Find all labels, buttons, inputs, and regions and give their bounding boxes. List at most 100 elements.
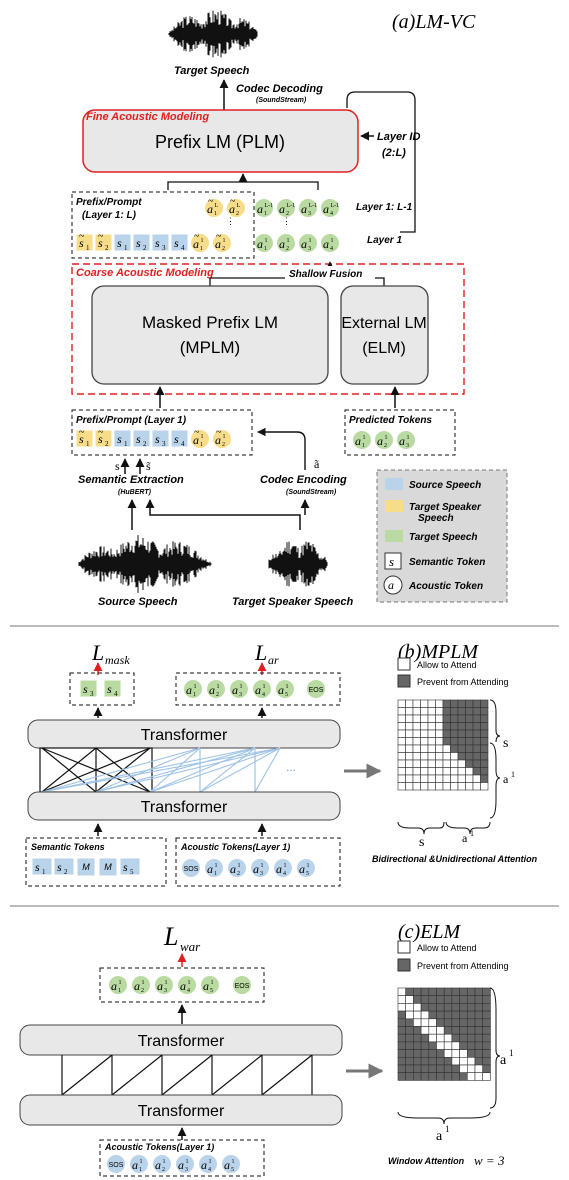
mask-cell xyxy=(480,707,489,716)
mask-cell xyxy=(405,699,414,708)
mask-cell xyxy=(451,995,460,1004)
coarse-box xyxy=(71,263,465,395)
acoustic-token xyxy=(255,234,273,252)
mask-cell xyxy=(420,1057,430,1066)
svg-text:a: a xyxy=(134,979,140,993)
mask-cell xyxy=(436,1064,445,1073)
mask-cell xyxy=(451,1049,460,1058)
mask-cell xyxy=(436,987,445,996)
acoustic-token-icon xyxy=(383,575,403,595)
svg-text:L: L xyxy=(91,640,104,665)
mask-cell xyxy=(442,729,451,738)
mask-cell xyxy=(450,737,459,746)
svg-text:2: 2 xyxy=(143,440,147,448)
svg-text:1: 1 xyxy=(124,440,128,448)
semantic-token xyxy=(119,857,141,876)
mask-cell xyxy=(443,1041,453,1050)
acoustic-token xyxy=(375,431,393,449)
svg-text:1: 1 xyxy=(140,1159,143,1165)
svg-text:mask: mask xyxy=(105,653,130,667)
svg-text:2: 2 xyxy=(237,871,240,877)
mask-cell xyxy=(405,707,414,716)
mask-cell xyxy=(397,1010,406,1020)
mask-cell xyxy=(442,722,451,731)
svg-text:5: 5 xyxy=(306,871,309,877)
svg-text:3: 3 xyxy=(90,690,94,698)
legend-semantic: Semantic Token xyxy=(409,557,485,568)
svg-text:a: a xyxy=(232,683,238,697)
mask-cell xyxy=(457,729,466,738)
svg-text:1: 1 xyxy=(232,1159,235,1165)
svg-text:~: ~ xyxy=(79,427,85,438)
mask-cell xyxy=(420,782,429,791)
svg-text:a: a xyxy=(207,862,213,876)
panel-a-title: (a)LM-VC xyxy=(392,11,476,33)
mask-cell xyxy=(443,1003,453,1012)
mask-cell xyxy=(427,744,436,753)
mask-cell xyxy=(405,1026,414,1035)
mask-cell xyxy=(465,699,474,708)
mask-cell xyxy=(412,767,421,776)
mask-cell xyxy=(420,995,430,1004)
mask-cell xyxy=(480,699,489,708)
legend: Source Speech Target Speaker Speech Targ… xyxy=(376,469,508,603)
mask-cell xyxy=(465,759,474,768)
mask-cell xyxy=(420,707,429,716)
mask-cell xyxy=(405,714,414,723)
svg-text:a: a xyxy=(193,433,199,447)
svg-text:⋮: ⋮ xyxy=(282,216,291,226)
waveform-stroke xyxy=(78,535,212,593)
svg-text:5: 5 xyxy=(130,868,134,876)
svg-text:~: ~ xyxy=(98,427,104,438)
mask-cell xyxy=(397,1026,406,1035)
mask-cell xyxy=(397,707,406,716)
svg-text:4: 4 xyxy=(330,211,333,217)
mask-cell xyxy=(420,1010,430,1020)
mask-cell xyxy=(450,699,459,708)
svg-text:a: a xyxy=(355,434,361,448)
plm-label: Prefix LM (PLM) xyxy=(155,132,285,152)
mask-cell xyxy=(459,987,468,996)
mask-cell xyxy=(450,759,459,768)
mask-cell xyxy=(413,995,422,1004)
svg-text:a: a xyxy=(377,434,383,448)
mask-cell xyxy=(420,774,429,783)
acoustic-tokens-label-b: Acoustic Tokens(Layer 1) xyxy=(180,842,290,852)
legend-target-speaker-1: Target Speaker xyxy=(409,502,482,513)
mask-cell xyxy=(413,1033,422,1043)
svg-text:s: s xyxy=(419,835,424,850)
elm-box xyxy=(340,285,429,385)
mask-cell xyxy=(451,1018,460,1027)
mask-cell xyxy=(457,752,466,761)
mask-cell xyxy=(465,752,474,761)
mask-cell xyxy=(482,1049,491,1058)
svg-text:s: s xyxy=(107,682,112,696)
mask-cell xyxy=(420,1072,430,1081)
mask-cell xyxy=(436,1026,445,1035)
semantic-token xyxy=(151,233,170,252)
svg-text:1: 1 xyxy=(286,684,289,690)
mask-cell xyxy=(435,752,444,761)
svg-text:1: 1 xyxy=(284,863,287,869)
mask-cell xyxy=(397,782,406,791)
svg-text:2: 2 xyxy=(143,244,147,252)
prompt-bottom-title: Prefix/Prompt (Layer 1) xyxy=(76,415,187,426)
mask-cell xyxy=(443,1026,453,1035)
mask-cell xyxy=(428,1041,437,1050)
svg-text:~: ~ xyxy=(98,231,104,242)
svg-text:1: 1 xyxy=(331,238,334,244)
mask-cell xyxy=(482,1003,491,1012)
mask-cell xyxy=(472,752,481,761)
mask-cell xyxy=(427,722,436,731)
mask-cell xyxy=(412,782,421,791)
svg-text:2: 2 xyxy=(216,692,219,698)
acoustic-token xyxy=(222,1155,240,1173)
svg-text:2: 2 xyxy=(286,246,289,252)
mask-cell xyxy=(435,722,444,731)
svg-text:~: ~ xyxy=(216,231,222,242)
mask-cell xyxy=(457,767,466,776)
mask-cell xyxy=(428,987,437,996)
mask-cell xyxy=(451,987,460,996)
semantic-token-icon xyxy=(384,552,402,570)
